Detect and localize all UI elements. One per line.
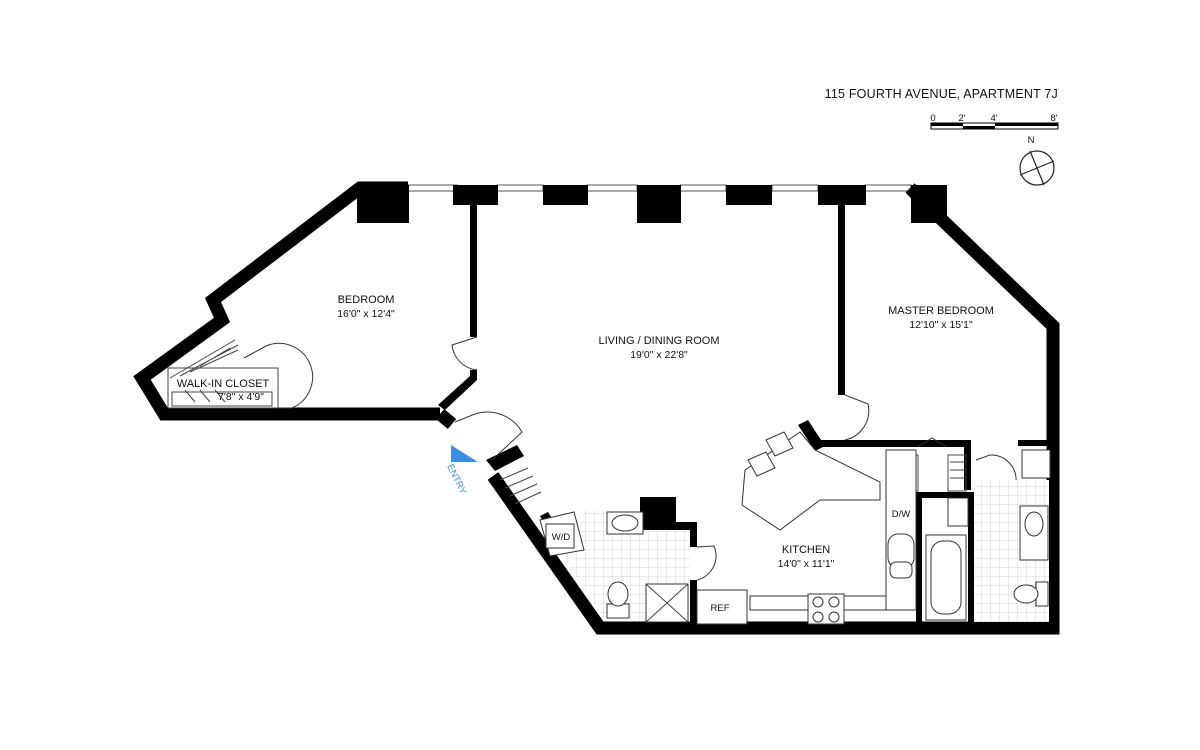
scale-label-2: 2' <box>958 113 965 124</box>
scale-label-4: 4' <box>990 113 997 124</box>
kitchen-name: KITCHEN <box>782 544 830 556</box>
kitchen-size: 14'0" x 11'1" <box>778 558 835 570</box>
bedroom-size: 16'0" x 12'4" <box>337 308 395 320</box>
kitchen-counters: D/W REF <box>696 431 917 625</box>
entry-arrow-icon <box>451 445 478 462</box>
living-name: LIVING / DINING ROOM <box>598 335 719 347</box>
living-size: 19'0" x 22'8" <box>630 349 688 361</box>
scale-label-0: 0 <box>930 113 935 124</box>
entry-marker: ENTRY <box>444 445 478 497</box>
entry-label: ENTRY <box>444 462 468 496</box>
hall-bathroom: W/D <box>539 510 690 623</box>
master-bathroom <box>925 449 1051 622</box>
scale-label-8: 8' <box>1050 113 1057 124</box>
scale-bar: 0 2' 4' 8' <box>930 113 1059 130</box>
compass-north-label: N <box>1028 135 1035 146</box>
closet-shelving <box>167 339 967 505</box>
master-size: 12'10" x 15'1" <box>909 319 973 331</box>
refrigerator-label: REF <box>711 603 730 614</box>
bedroom-name: BEDROOM <box>338 294 395 306</box>
washer-dryer-label: W/D <box>552 532 571 543</box>
north-compass-icon: N <box>1019 135 1055 186</box>
master-name: MASTER BEDROOM <box>888 305 994 317</box>
room-labels: BEDROOM 16'0" x 12'4" LIVING / DINING RO… <box>177 294 994 570</box>
plan-title: 115 FOURTH AVENUE, APARTMENT 7J <box>825 87 1058 101</box>
dishwasher-label: D/W <box>892 509 911 520</box>
closet-name: WALK-IN CLOSET <box>177 378 270 390</box>
doors <box>243 336 1017 581</box>
closet-size: 7'8" x 4'9" <box>218 391 264 403</box>
